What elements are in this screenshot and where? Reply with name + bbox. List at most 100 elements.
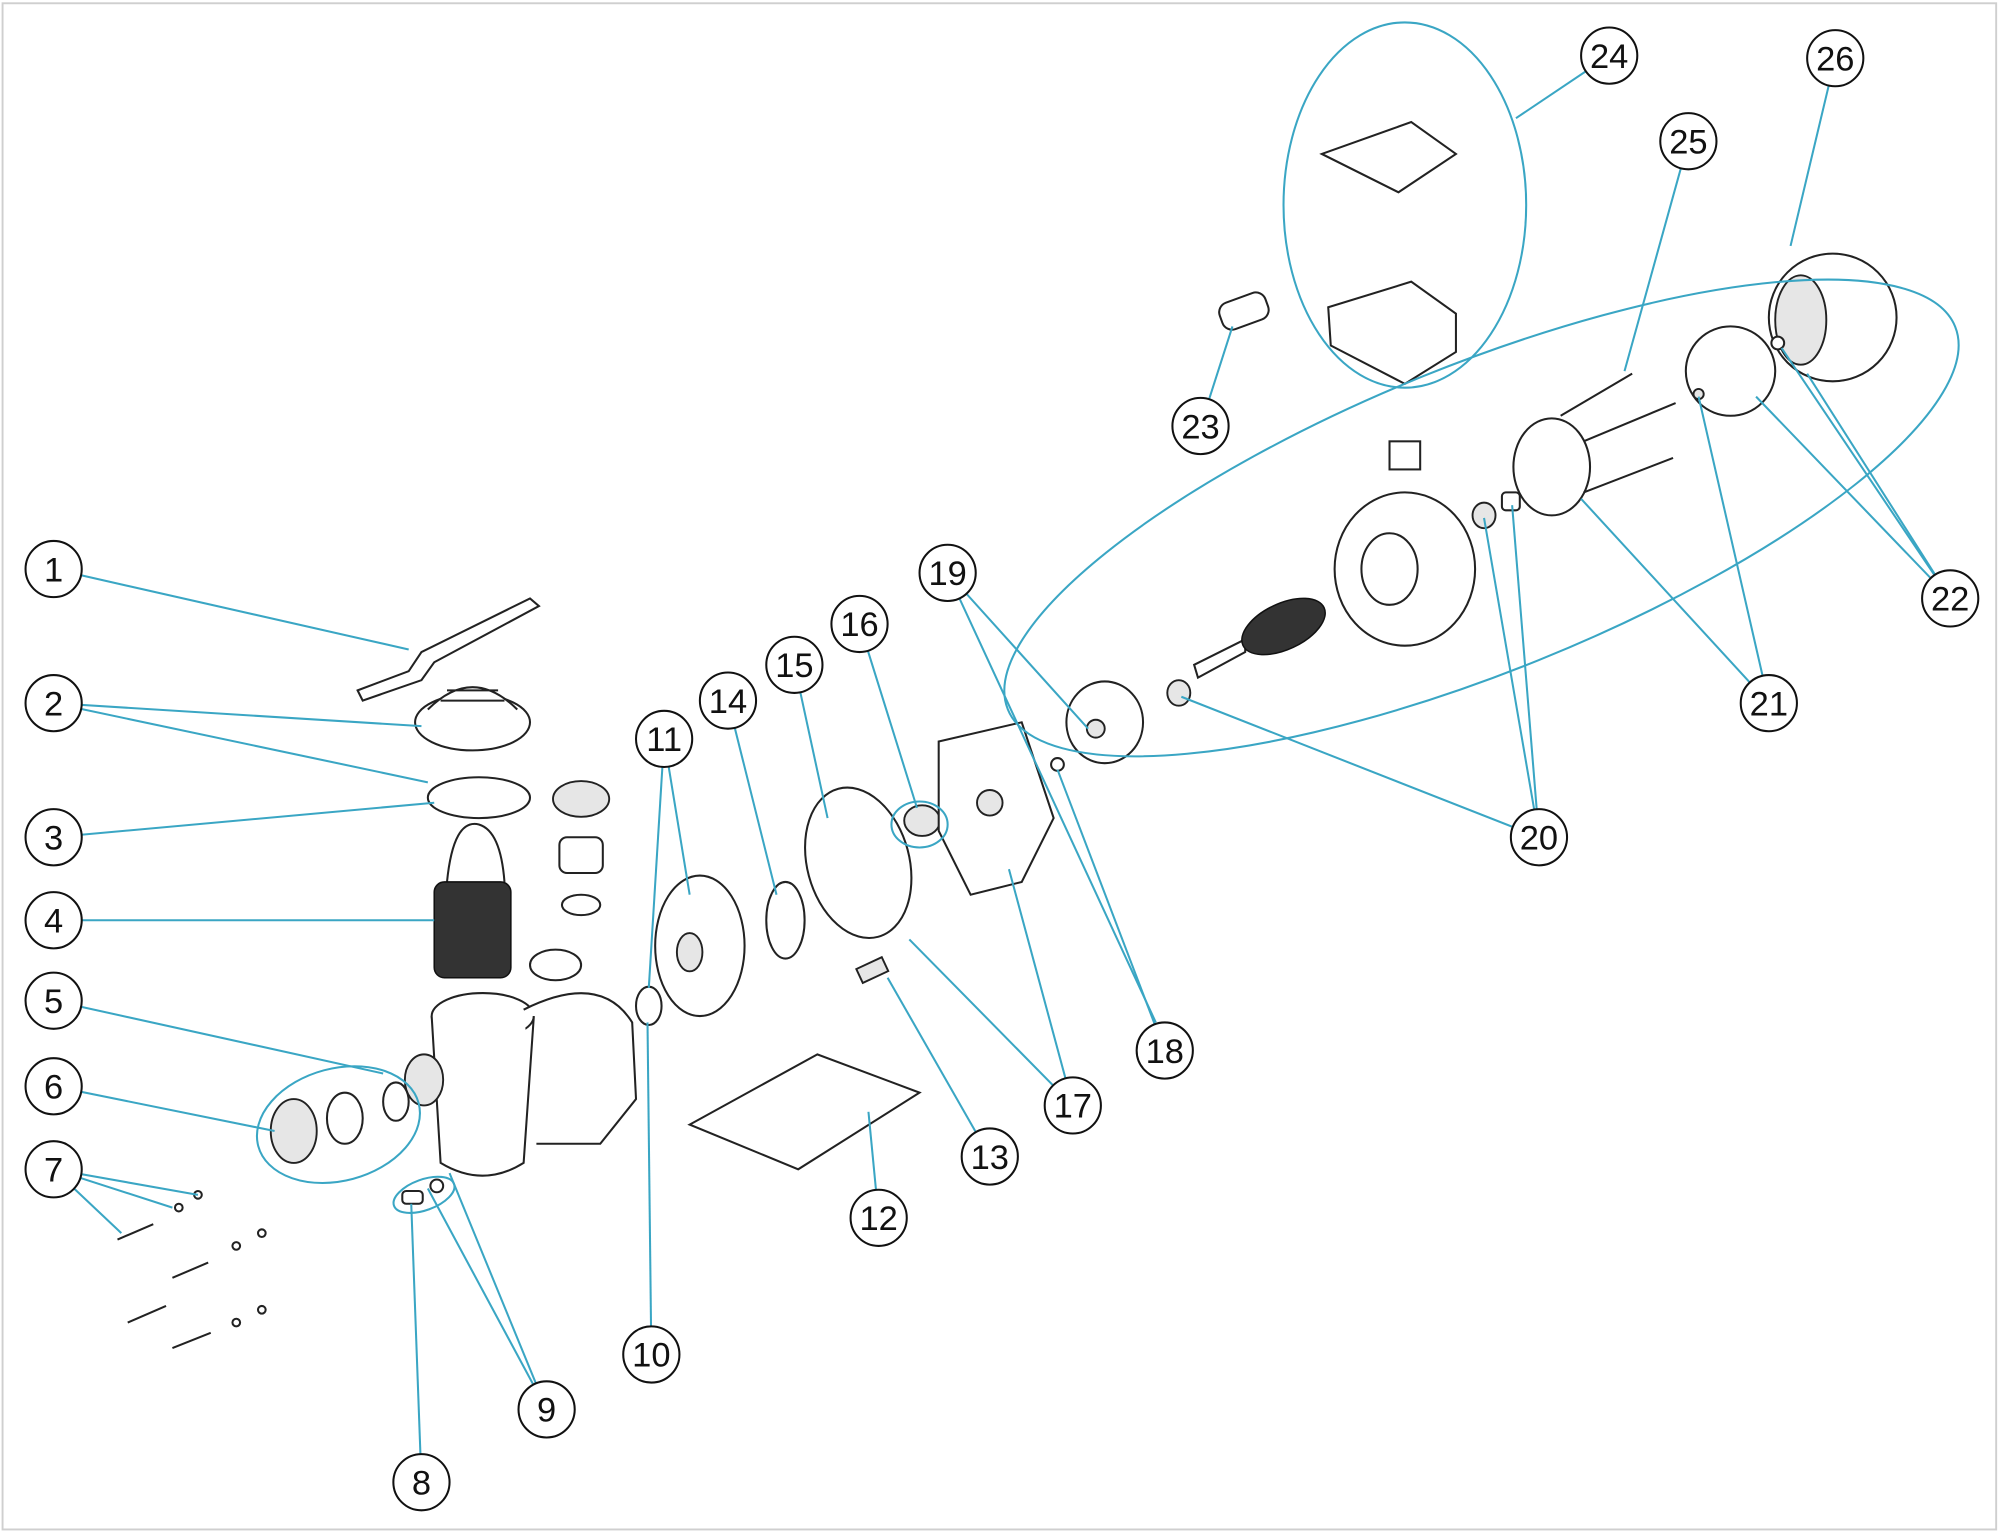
callout-number: 11 <box>646 721 682 759</box>
callout-number: 9 <box>537 1392 556 1430</box>
callout-25: 25 <box>1659 112 1718 171</box>
callout-circle <box>24 539 83 599</box>
callout-10: 10 <box>622 1325 681 1384</box>
leader-line-9 <box>426 1187 548 1410</box>
part-lid-oring <box>426 776 532 820</box>
part-basket <box>433 881 512 979</box>
callout-circle <box>634 709 694 769</box>
part-bolts <box>117 1189 267 1350</box>
leader-line-21 <box>1697 396 1770 704</box>
callout-number: 2 <box>44 685 63 723</box>
leader-line-21 <box>1580 498 1770 704</box>
callout-circle <box>1043 1076 1102 1135</box>
callout-number: 5 <box>44 983 63 1021</box>
callout-number: 22 <box>1931 581 1969 619</box>
leader-line-11 <box>647 738 666 989</box>
leader-line-2 <box>53 702 429 784</box>
part-tie-rods <box>1560 372 1676 494</box>
part-fan-cover-grille <box>1774 274 1828 366</box>
callout-21: 21 <box>1739 674 1798 733</box>
part-lid-ribs <box>427 686 518 711</box>
callout-number: 19 <box>928 555 966 593</box>
callout-23: 23 <box>1171 396 1230 456</box>
leader-line-1 <box>53 568 409 651</box>
callout-circle <box>1171 396 1230 456</box>
callout-11: 11 <box>634 709 694 769</box>
callout-circle <box>1509 808 1569 867</box>
callout-circle <box>960 1127 1019 1186</box>
callout-circle <box>1739 674 1798 733</box>
part-seal-plate-oring <box>804 786 913 939</box>
callout-2: 2 <box>24 674 83 733</box>
leader-line-20 <box>1180 695 1540 839</box>
leader-line-14 <box>726 700 778 895</box>
leader-line-20 <box>1511 505 1540 838</box>
part-rotor <box>1241 597 1326 656</box>
part-seal-plate-hub <box>976 789 1004 817</box>
leader-line-9 <box>448 1172 548 1410</box>
part-diffuser-oring <box>634 985 663 1027</box>
terminal-box-group <box>1282 21 1528 389</box>
part-fan-cover-screw <box>1770 335 1786 351</box>
callout-circle <box>622 1325 681 1384</box>
part-connector <box>855 955 890 985</box>
callout-number: 26 <box>1816 40 1854 78</box>
callout-6: 6 <box>24 1057 83 1116</box>
callout-circle <box>849 1188 908 1247</box>
callout-circle <box>1806 29 1865 88</box>
callout-number: 12 <box>859 1200 897 1238</box>
callout-circle <box>918 543 977 602</box>
part-wave-washer <box>1500 491 1521 512</box>
callout-circle <box>392 1453 451 1512</box>
part-fan <box>1684 325 1777 417</box>
callout-16: 16 <box>830 594 889 654</box>
callout-14: 14 <box>698 671 758 730</box>
part-wrench <box>356 597 541 702</box>
union-group <box>255 1065 421 1184</box>
callout-number: 1 <box>44 551 63 589</box>
callout-17: 17 <box>1043 1076 1102 1135</box>
part-diffuser-hub <box>675 932 704 973</box>
leader-line-17 <box>908 938 1074 1107</box>
part-washer <box>1050 757 1065 772</box>
callout-1: 1 <box>24 539 83 599</box>
part-union-oring <box>560 893 602 917</box>
part-bearing-front <box>1166 679 1192 707</box>
callout-13: 13 <box>960 1127 1019 1186</box>
callout-number: 7 <box>44 1152 63 1190</box>
callout-circle <box>698 671 758 730</box>
leader-line-10 <box>646 1022 653 1355</box>
callout-circle <box>830 594 889 654</box>
leader-line-13 <box>886 977 991 1158</box>
part-union-nut <box>552 780 611 818</box>
part-motor-housing-bore <box>1360 532 1419 606</box>
leader-line-22 <box>1780 347 1952 599</box>
callout-circle <box>24 1057 83 1116</box>
part-drain-plug <box>401 1189 424 1205</box>
callout-12: 12 <box>849 1188 908 1247</box>
callout-circle <box>24 1140 83 1199</box>
callout-8: 8 <box>392 1453 451 1512</box>
callout-3: 3 <box>24 808 83 867</box>
callout-number: 18 <box>1146 1033 1184 1071</box>
part-union-tail-inlet <box>325 1091 364 1145</box>
leader-line-19 <box>946 572 1157 1023</box>
callout-number: 16 <box>840 606 878 644</box>
part-bearing-rear <box>1471 501 1497 530</box>
leader-line-5 <box>53 999 384 1075</box>
leader-line-3 <box>53 801 435 839</box>
callout-circle <box>24 808 83 867</box>
part-terminal-box-lid <box>1319 120 1458 194</box>
part-union-nut-inlet <box>269 1098 318 1164</box>
leader-line-26 <box>1789 57 1837 247</box>
callout-circle <box>1135 1021 1194 1080</box>
callout-circle <box>1921 569 1980 628</box>
part-union-oring-inlet <box>382 1081 410 1122</box>
part-terminal-box-base <box>1327 280 1457 386</box>
callout-number: 4 <box>44 903 63 941</box>
callout-26: 26 <box>1806 29 1865 88</box>
leader-line-22 <box>1755 395 1951 600</box>
callout-circle <box>1659 112 1718 171</box>
part-impeller <box>765 880 806 960</box>
callout-circle <box>765 635 824 694</box>
